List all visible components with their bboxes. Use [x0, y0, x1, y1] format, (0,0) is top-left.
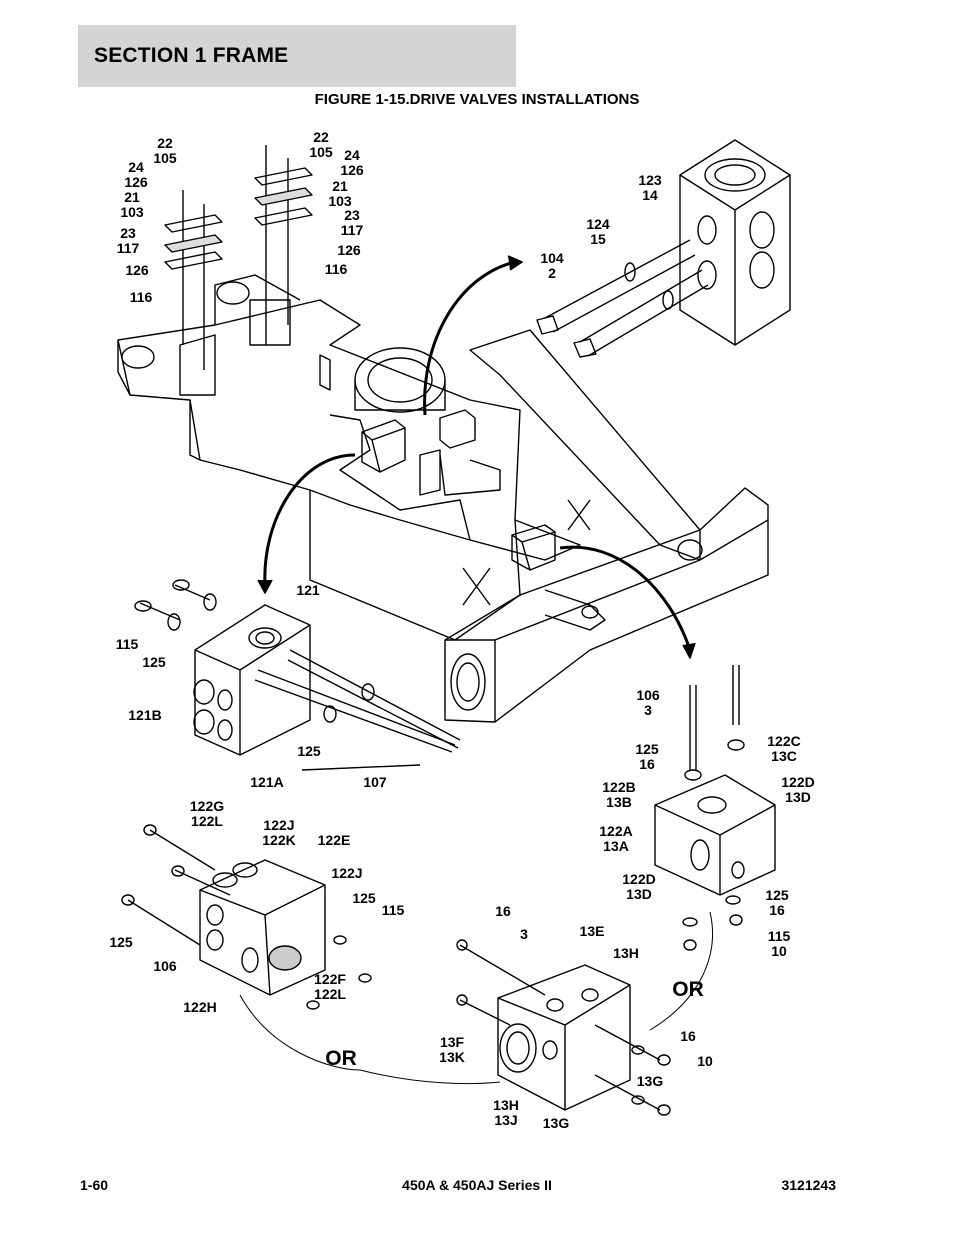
- callout-122j: 122J: [331, 865, 363, 881]
- callout-122d-13d: 122D 13D: [622, 871, 656, 902]
- callout-125-16: 125 16: [635, 741, 659, 772]
- callout-21-103: 21 103: [328, 178, 352, 209]
- callout-124-15: 124 15: [586, 216, 610, 247]
- callout-104-2: 104 2: [540, 250, 564, 281]
- callout-116: 116: [129, 289, 153, 305]
- or-label: OR: [325, 1047, 357, 1070]
- callout-22-105: 22 105: [309, 129, 333, 160]
- callout-115-10: 115 10: [767, 928, 791, 959]
- callout-23-117: 23 117: [340, 207, 364, 238]
- callout-13g: 13G: [542, 1115, 570, 1131]
- callout-115: 115: [115, 636, 139, 652]
- callout-106-3: 106 3: [636, 687, 660, 718]
- callout-125: 125: [142, 654, 166, 670]
- figure-title: FIGURE 1-15.DRIVE VALVES INSTALLATIONS: [314, 91, 640, 108]
- callout-13h: 13H: [613, 945, 639, 961]
- callout-122c-13c: 122C 13C: [767, 733, 801, 764]
- callout-13e: 13E: [579, 923, 605, 939]
- or-label: OR: [672, 978, 704, 1001]
- valve-13: [359, 939, 671, 1116]
- callout-123-14: 123 14: [638, 172, 662, 203]
- callout-116: 116: [324, 261, 348, 277]
- document-number: 3121243: [781, 1177, 836, 1193]
- callout-16: 16: [495, 903, 511, 919]
- valve-121: [134, 579, 461, 771]
- upper-right-valve: [536, 139, 791, 358]
- model-name: 450A & 450AJ Series II: [402, 1177, 552, 1193]
- valve-122: [121, 824, 372, 1071]
- callout-24-126: 24 126: [124, 159, 148, 190]
- callout-13g: 13G: [636, 1073, 664, 1089]
- callout-22-105: 22 105: [153, 135, 177, 166]
- upper-left-fasteners: [164, 145, 313, 370]
- callout-122d-13d: 122D 13D: [781, 774, 815, 805]
- callout-125: 125: [352, 890, 376, 906]
- callout-121a: 121A: [250, 774, 284, 790]
- callout-107: 107: [363, 774, 387, 790]
- callout-126: 126: [125, 262, 149, 278]
- callout-21-103: 21 103: [120, 189, 144, 220]
- frame-assembly: [117, 274, 769, 723]
- callout-24-126: 24 126: [340, 147, 364, 178]
- section-title: SECTION 1 FRAME: [94, 44, 289, 67]
- callout-125: 125: [109, 934, 133, 950]
- callout-122a-13a: 122A 13A: [599, 823, 633, 854]
- callout-122f-122l: 122F 122L: [314, 971, 346, 1002]
- callout-125-16: 125 16: [765, 887, 789, 918]
- valve-122-13: [649, 665, 776, 1031]
- leader-arrows: [257, 255, 696, 659]
- callout-16: 16: [680, 1028, 696, 1044]
- callout-3: 3: [520, 926, 528, 942]
- callout-121: 121: [296, 582, 320, 598]
- callout-122j-122k: 122J 122K: [262, 817, 296, 848]
- callout-121b: 121B: [128, 707, 162, 723]
- callout-126: 126: [337, 242, 361, 258]
- callout-23-117: 23 117: [116, 225, 140, 256]
- callout-122b-13b: 122B 13B: [602, 779, 636, 810]
- callout-122g-122l: 122G 122L: [189, 798, 225, 829]
- callout-122h: 122H: [183, 999, 217, 1015]
- callout-13f-13k: 13F 13K: [439, 1034, 465, 1065]
- callout-122e: 122E: [317, 832, 351, 848]
- frame-valve-blocks: [361, 409, 556, 571]
- callout-13h-13j: 13H 13J: [493, 1097, 519, 1128]
- page-number: 1-60: [80, 1177, 109, 1193]
- callout-125: 125: [297, 743, 321, 759]
- callout-115: 115: [381, 902, 405, 918]
- callout-10: 10: [697, 1053, 713, 1069]
- section-header: SECTION 1 FRAME: [78, 25, 516, 87]
- callout-106: 106: [153, 958, 177, 974]
